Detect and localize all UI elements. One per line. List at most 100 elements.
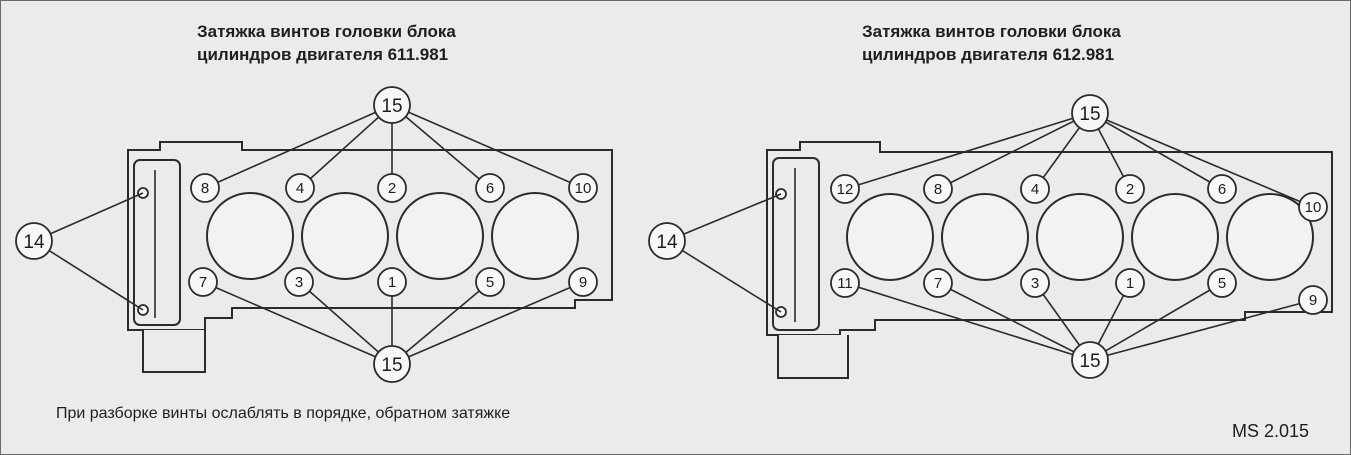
right-bore-4	[1131, 193, 1219, 281]
right-bolt-12: 12	[830, 174, 860, 204]
svg-text:5: 5	[486, 274, 494, 291]
right-timing-housing	[772, 157, 820, 331]
right-leader	[844, 112, 1091, 190]
svg-text:3: 3	[1031, 275, 1039, 292]
right-bolt-3: 3	[1020, 268, 1050, 298]
left-title-line2: цилиндров двигателя 611.981	[197, 45, 449, 64]
left-bolt-9: 9	[568, 267, 598, 297]
left-leader	[391, 104, 491, 189]
svg-text:14: 14	[23, 232, 45, 253]
left-bolt-2: 2	[377, 173, 407, 203]
left-cylinder-head: 8 4 2 6 10 7 3 1 5 9 15 15 14	[15, 86, 613, 383]
left-bore-4	[491, 192, 579, 280]
svg-text:1: 1	[1126, 275, 1134, 292]
left-leader	[33, 192, 144, 242]
right-bore-2	[941, 193, 1029, 281]
svg-text:9: 9	[1309, 292, 1317, 309]
right-bore-1	[846, 193, 934, 281]
left-bolt-6: 6	[475, 173, 505, 203]
svg-text:4: 4	[1031, 181, 1039, 198]
svg-text:2: 2	[1126, 181, 1134, 198]
svg-text:15: 15	[1079, 104, 1100, 125]
svg-text:1: 1	[388, 274, 396, 291]
svg-text:3: 3	[295, 274, 303, 291]
right-leader	[1089, 299, 1314, 361]
left-head-tab	[142, 330, 206, 373]
svg-text:11: 11	[837, 275, 853, 292]
svg-text:2: 2	[388, 180, 396, 197]
left-title-line1: Затяжка винтов головки блока	[197, 22, 456, 41]
left-leader	[204, 104, 393, 189]
right-leader	[666, 193, 782, 242]
right-bolt-1: 1	[1115, 268, 1145, 298]
right-bolt-9: 9	[1298, 285, 1328, 315]
left-timing-housing	[133, 159, 181, 326]
left-leader	[299, 104, 393, 189]
left-diagram-title: Затяжка винтов головки блока цилиндров д…	[197, 20, 456, 66]
left-bolt-8: 8	[190, 173, 220, 203]
right-torque-bottom: 15	[1071, 341, 1109, 379]
left-bolt-7: 7	[188, 267, 218, 297]
left-torque-bottom: 15	[373, 345, 411, 383]
right-torque-top: 15	[1071, 94, 1109, 132]
svg-text:9: 9	[579, 274, 587, 291]
left-bore-3	[396, 192, 484, 280]
right-torque-side: 14	[648, 222, 686, 260]
right-bolt-2: 2	[1115, 174, 1145, 204]
right-leader	[937, 282, 1091, 361]
right-bolt-10: 10	[1298, 192, 1328, 222]
left-leader	[391, 104, 584, 189]
left-leader	[33, 240, 144, 311]
right-title-line2: цилиндров двигателя 612.981	[862, 45, 1115, 64]
figure-code: MS 2.015	[1232, 421, 1310, 441]
left-leader	[298, 281, 393, 365]
right-bore-5	[1226, 193, 1314, 281]
left-bolt-3: 3	[284, 267, 314, 297]
left-leader	[391, 281, 491, 365]
right-cylinder-head: 12 8 4 2 6 10 11 7 3 1 5 9 15 15 14	[648, 94, 1333, 379]
svg-text:6: 6	[1218, 181, 1226, 198]
svg-text:15: 15	[381, 96, 402, 117]
left-torque-side: 14	[15, 222, 53, 260]
svg-text:10: 10	[1305, 199, 1322, 216]
svg-text:7: 7	[934, 275, 942, 292]
right-head-tab	[777, 335, 849, 379]
svg-text:7: 7	[199, 274, 207, 291]
svg-text:14: 14	[656, 232, 678, 253]
left-bolt-5: 5	[475, 267, 505, 297]
left-leader	[202, 281, 393, 365]
disassembly-note: При разборке винты ослаблять в порядке, …	[56, 405, 511, 422]
svg-text:15: 15	[381, 355, 402, 376]
right-bolt-4: 4	[1020, 174, 1050, 204]
right-bolt-6: 6	[1207, 174, 1237, 204]
right-bore-3	[1036, 193, 1124, 281]
left-bolt-10: 10	[568, 173, 598, 203]
svg-text:8: 8	[201, 180, 209, 197]
right-leader	[844, 282, 1091, 361]
right-title-line1: Затяжка винтов головки блока	[862, 22, 1121, 41]
right-leader	[666, 240, 782, 313]
right-bolt-5: 5	[1207, 268, 1237, 298]
left-bolt-1: 1	[377, 267, 407, 297]
right-leader	[1089, 112, 1314, 208]
right-bolt-11: 11	[830, 268, 860, 298]
svg-text:12: 12	[837, 181, 854, 198]
svg-text:5: 5	[1218, 275, 1226, 292]
svg-text:15: 15	[1079, 351, 1100, 372]
svg-text:8: 8	[934, 181, 942, 198]
svg-text:10: 10	[575, 180, 592, 197]
right-diagram-title: Затяжка винтов головки блока цилиндров д…	[862, 20, 1121, 66]
right-leader	[937, 112, 1091, 190]
right-bolt-8: 8	[923, 174, 953, 204]
right-leader	[1089, 112, 1223, 190]
svg-text:4: 4	[296, 180, 304, 197]
svg-text:6: 6	[486, 180, 494, 197]
left-bore-1	[206, 192, 294, 280]
left-bore-2	[301, 192, 389, 280]
left-leader	[391, 281, 584, 365]
right-leader	[1089, 282, 1223, 361]
left-bolt-4: 4	[285, 173, 315, 203]
right-bolt-7: 7	[923, 268, 953, 298]
left-torque-top: 15	[373, 86, 411, 124]
